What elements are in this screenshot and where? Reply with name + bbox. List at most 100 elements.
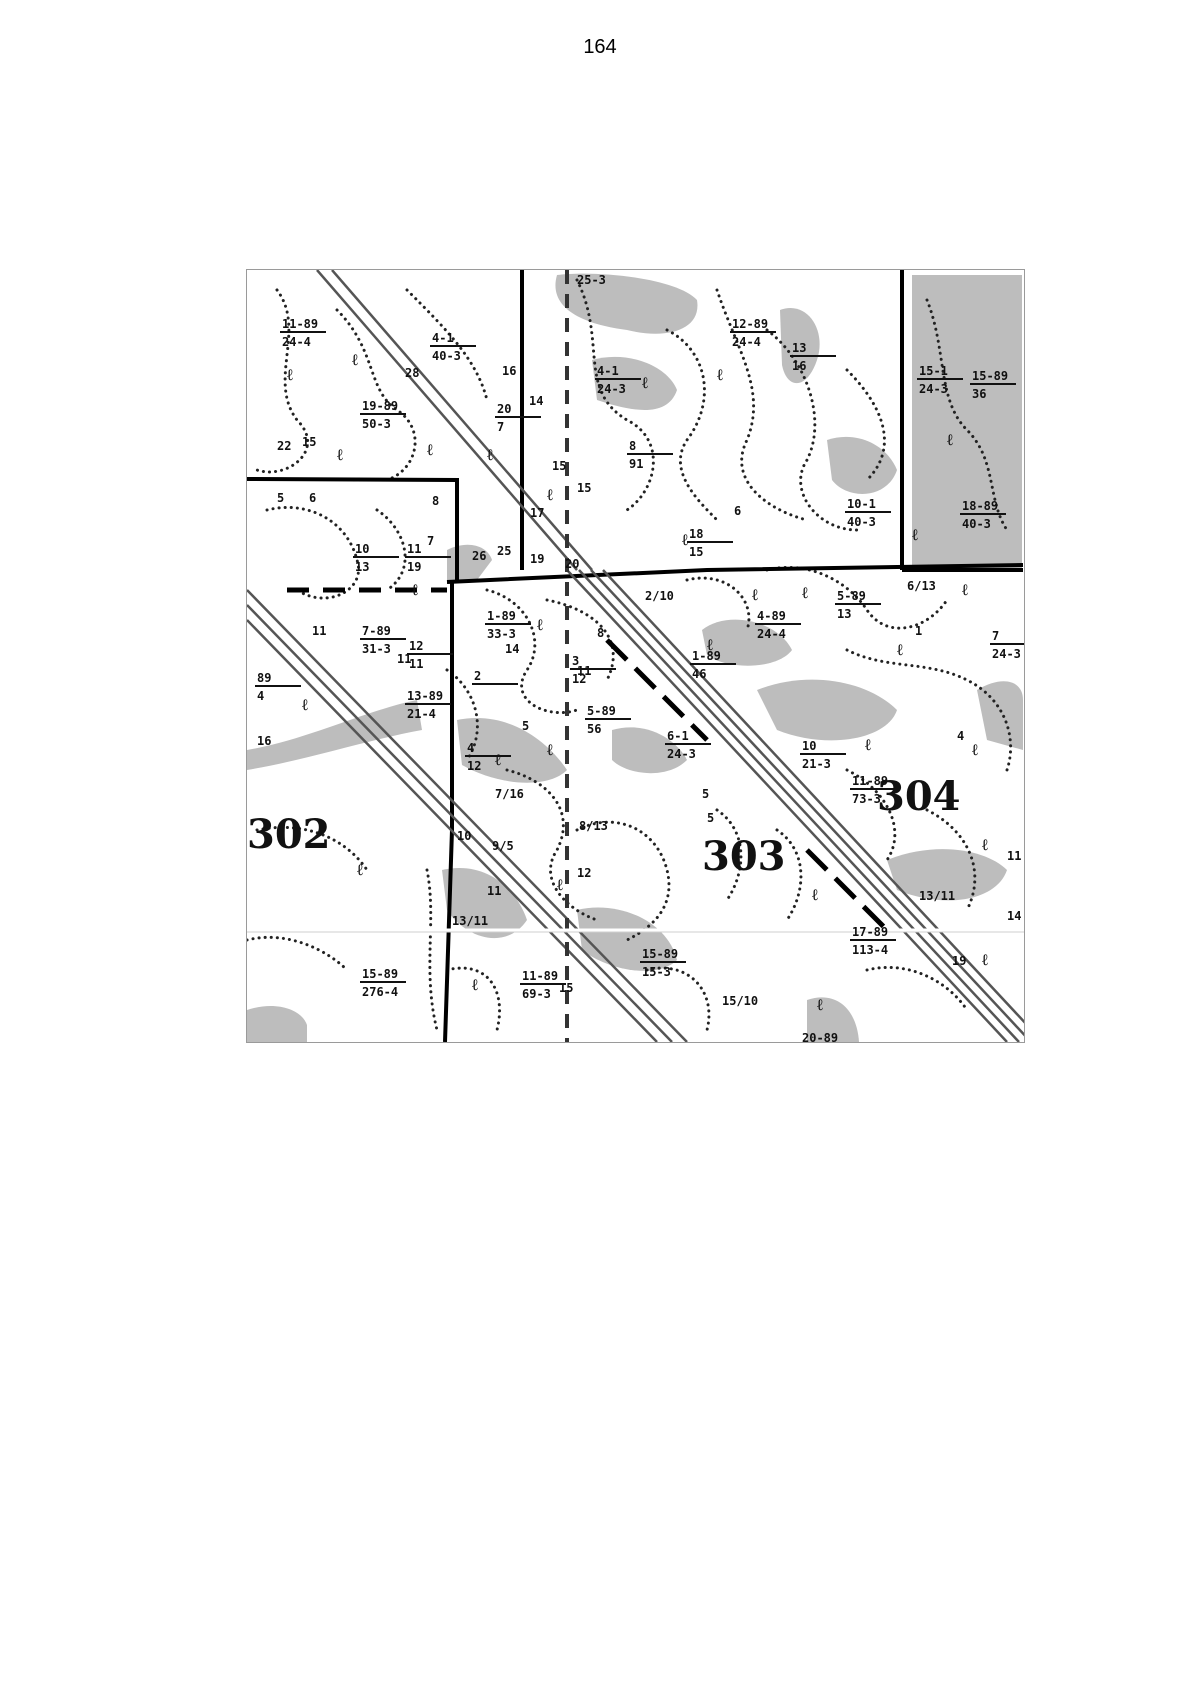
section-numbers: 302 303 304 <box>247 773 961 880</box>
lot-label-top: 18 <box>689 527 703 541</box>
svg-text:ℓ: ℓ <box>752 585 759 604</box>
parcel-number: 11 <box>312 624 326 638</box>
lot-label-top: 4-89 <box>757 609 786 623</box>
parcel-number: 16 <box>257 734 271 748</box>
svg-text:ℓ: ℓ <box>495 750 502 769</box>
lot-label: 4-124-3 <box>595 364 641 396</box>
lot-label-bottom: 13 <box>837 607 851 621</box>
section-303: 303 <box>702 833 786 880</box>
parcel-number: 12 <box>577 866 591 880</box>
lot-label-bottom: 40-3 <box>847 515 876 529</box>
lot-label: 10 21-3 <box>800 739 846 771</box>
parcel-number: 6 <box>309 491 316 505</box>
lot-label-bottom: 31-3 <box>362 642 391 656</box>
lot-label-bottom: 21-3 <box>802 757 831 771</box>
lot-label-top: 6-1 <box>667 729 689 743</box>
lot-label-bottom: 36 <box>972 387 986 401</box>
lot-label-top: 12 <box>409 639 423 653</box>
svg-text:ℓ: ℓ <box>557 875 564 894</box>
lot-label-top: 20 <box>497 402 511 416</box>
parcel-number: 28 <box>405 366 419 380</box>
parcel-number: 19 <box>530 552 544 566</box>
parcel-number: 1 <box>915 624 922 638</box>
lot-label-bottom: 12 <box>572 672 586 686</box>
lot-label-top: 15-1 <box>919 364 948 378</box>
parcel-number: 11 <box>577 664 591 678</box>
parcel-number: 11 <box>397 652 411 666</box>
lot-label-bottom: 21-4 <box>407 707 436 721</box>
svg-text:ℓ: ℓ <box>982 835 989 854</box>
svg-text:ℓ: ℓ <box>817 995 824 1014</box>
slash-label: 6/13 <box>907 579 936 593</box>
svg-text:ℓ: ℓ <box>487 445 494 464</box>
svg-text:ℓ: ℓ <box>357 860 364 879</box>
svg-text:ℓ: ℓ <box>812 885 819 904</box>
lot-label-bottom: 56 <box>587 722 601 736</box>
svg-text:ℓ: ℓ <box>337 445 344 464</box>
vegetation-symbols: ℓ ℓ ℓ ℓ ℓ ℓ ℓ ℓ ℓ ℓ ℓ ℓ ℓ ℓ ℓ ℓ ℓ ℓ ℓ ℓ … <box>287 350 989 1014</box>
lot-label-top: 4-1 <box>432 331 454 345</box>
lot-label-top: 8 <box>629 439 636 453</box>
parcel-number: 17 <box>530 506 544 520</box>
lot-label-bottom: 69-3 <box>522 987 551 1001</box>
slash-label: 15/10 <box>722 994 758 1008</box>
lot-label: 15-1 24-3 <box>917 364 963 396</box>
svg-text:ℓ: ℓ <box>912 525 919 544</box>
parcel-number: 10 <box>457 829 471 843</box>
lot-label: 6-124-3 <box>665 729 711 761</box>
lot-label: 11-89 69-3 <box>520 969 566 1001</box>
parcel-number: 15 <box>302 435 316 449</box>
lot-label-bottom: 24-4 <box>757 627 786 641</box>
parcel-number: 16 <box>502 364 516 378</box>
lot-label-bottom: 33-3 <box>487 627 516 641</box>
lot-label-top: 1-89 <box>487 609 516 623</box>
svg-text:ℓ: ℓ <box>707 635 714 654</box>
lot-label-top: 15-89 <box>972 369 1008 383</box>
lot-label-bottom: 13 <box>355 560 369 574</box>
lot-label-bottom: 24-4 <box>732 335 761 349</box>
svg-text:ℓ: ℓ <box>412 580 419 599</box>
map-image: ℓ ℓ ℓ ℓ ℓ ℓ ℓ ℓ ℓ ℓ ℓ ℓ ℓ ℓ ℓ ℓ ℓ ℓ ℓ ℓ … <box>246 269 1025 1043</box>
lot-label-bottom: 73-3 <box>852 792 881 806</box>
lot-label-top: 13 <box>792 341 806 355</box>
parcel-number: 19 <box>952 954 966 968</box>
parcel-number: 15 <box>552 459 566 473</box>
parcel-number: 20-89 <box>802 1031 838 1042</box>
parcel-number: 5 <box>702 787 709 801</box>
parcel-number: 11 <box>1007 849 1021 863</box>
lot-label-bottom: 50-3 <box>362 417 391 431</box>
lot-label-top: 11-89 <box>852 774 888 788</box>
svg-text:ℓ: ℓ <box>962 580 969 599</box>
svg-text:ℓ: ℓ <box>472 975 479 994</box>
svg-text:ℓ: ℓ <box>972 740 979 759</box>
lot-label-top: 10 <box>355 542 369 556</box>
lot-label-bottom: 16 <box>792 359 806 373</box>
lot-label-bottom: 24-3 <box>919 382 948 396</box>
lot-label-top: 12-89 <box>732 317 768 331</box>
slash-label: 8/13 <box>579 819 608 833</box>
lot-label-bottom: 11 <box>409 657 423 671</box>
section-302: 302 <box>247 811 331 858</box>
lot-label: 724-3 <box>990 629 1024 661</box>
svg-text:ℓ: ℓ <box>947 430 954 449</box>
lot-label: 12-89 24-4 <box>730 317 776 349</box>
lot-label-top: 10 <box>802 739 816 753</box>
lot-label-top: 2 <box>474 669 481 683</box>
svg-text:ℓ: ℓ <box>352 350 359 369</box>
lot-label: 894 <box>255 671 301 703</box>
lot-label-top: 11-89 <box>282 317 318 331</box>
parcel-numbers: 25-3 28 16 14 15 17 6 19 20 26 25 22 15 … <box>257 273 1021 1042</box>
lot-label-top: 11-89 <box>522 969 558 983</box>
lot-label-bottom: 12 <box>467 759 481 773</box>
svg-text:ℓ: ℓ <box>302 695 309 714</box>
lot-label-bottom: 4 <box>257 689 264 703</box>
lot-label-top: 15-89 <box>642 947 678 961</box>
parcel-number: 4 <box>957 729 964 743</box>
